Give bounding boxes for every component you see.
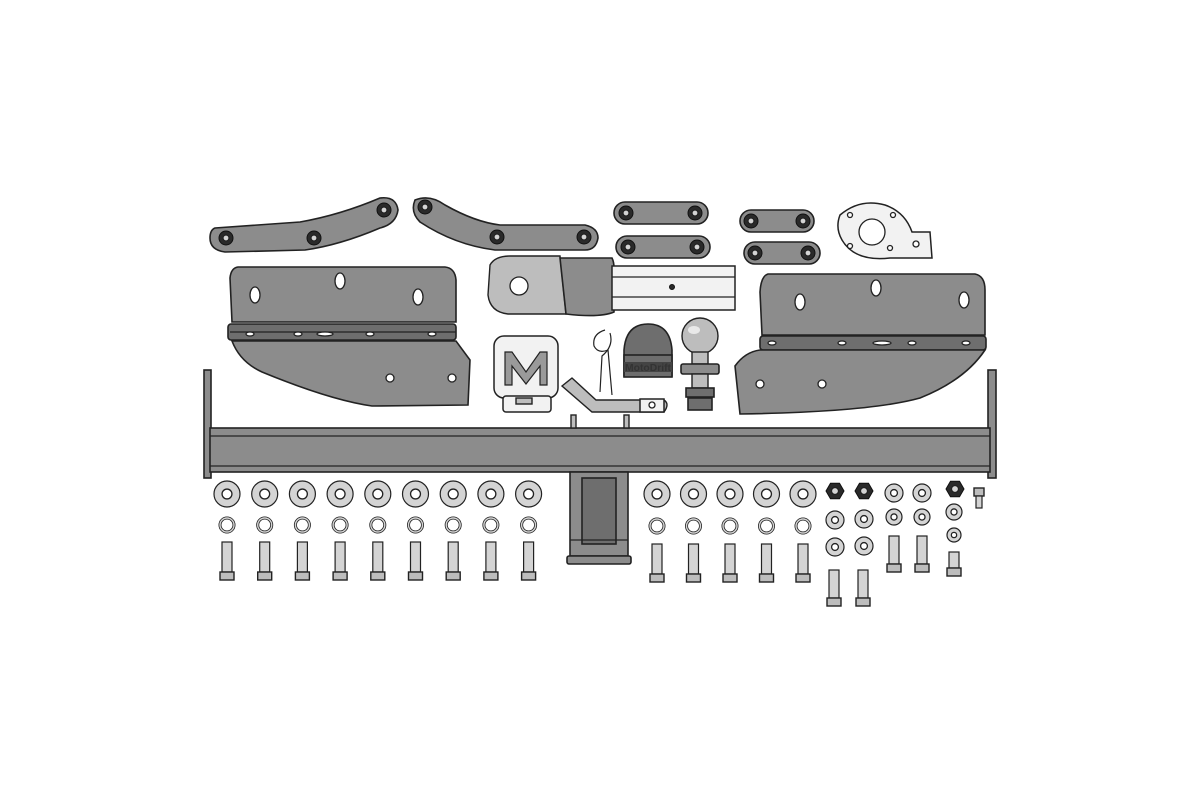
bolt [760, 543, 773, 575]
strap-left-curved [209, 196, 399, 253]
bolt [485, 541, 497, 573]
bolt [447, 541, 459, 573]
bolt [828, 569, 840, 599]
main-crossbar [203, 369, 997, 479]
socket-mounting-bracket [837, 202, 933, 260]
ball-cover-cap: MotoDrift [623, 323, 673, 378]
electrical-socket [493, 335, 559, 413]
bolt [409, 541, 422, 573]
bolt [334, 541, 346, 573]
bolt [916, 535, 928, 565]
fastener-set [213, 480, 985, 607]
bolt [948, 551, 960, 569]
side-bracket-right [734, 273, 987, 415]
tow-ball [680, 317, 720, 411]
hitch-pin [560, 377, 668, 413]
short-straps-right [739, 209, 821, 265]
short-straps-center [613, 201, 711, 259]
bolt [372, 541, 384, 573]
bolt [797, 543, 809, 575]
bolt [888, 535, 900, 565]
cover-brand-text: MotoDrift [625, 363, 672, 374]
bolt [522, 541, 535, 573]
towbar-tongue [487, 255, 736, 317]
bolt [259, 541, 271, 573]
bolt [296, 541, 308, 573]
small-bolt-head [973, 487, 985, 497]
r-clip-pin [593, 329, 613, 396]
bolt [221, 541, 233, 573]
bolt [651, 543, 663, 575]
bolt [857, 569, 869, 599]
m-logo-icon [504, 351, 548, 386]
bolt [687, 543, 700, 575]
receiver-tube [566, 471, 632, 565]
side-bracket-left [227, 266, 471, 407]
strap-right-curved [412, 197, 599, 251]
bolt [724, 543, 736, 575]
